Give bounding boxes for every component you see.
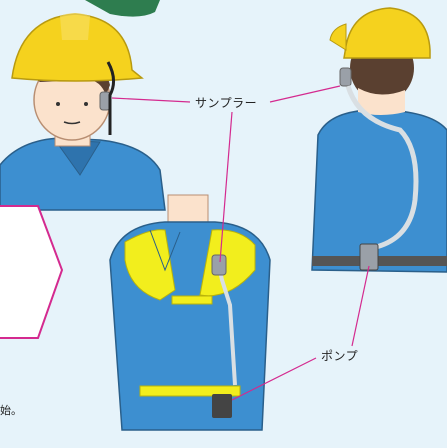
callout-box <box>0 206 62 338</box>
pump-label: ポンプ <box>317 347 362 364</box>
worker3-neck <box>168 195 208 225</box>
sampler-label: サンプラー <box>191 94 261 111</box>
worker2-sampler-device-icon <box>340 68 351 86</box>
box-remnant <box>85 0 160 17</box>
worker3-sampler-device-icon <box>212 255 226 275</box>
worker-back-view <box>312 8 447 272</box>
footnote-fragment: 始。 <box>0 402 22 418</box>
worker3-pump-device-icon <box>212 394 232 418</box>
worker-front-full <box>110 195 270 430</box>
sampler-leader-back <box>270 86 340 102</box>
pump-leader-back <box>352 266 369 346</box>
sampler-leader-front <box>112 98 190 102</box>
worker2-helmet-icon <box>344 8 430 58</box>
worker2-belt <box>312 256 447 266</box>
worker-front-portrait <box>0 13 165 210</box>
